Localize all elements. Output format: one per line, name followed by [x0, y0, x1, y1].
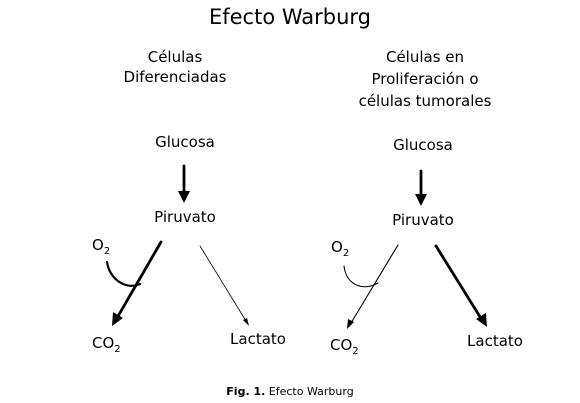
left-glucose-label: Glucosa [155, 133, 215, 151]
right-oxygen-hook [343, 265, 379, 288]
right-lactate-arrowhead [476, 313, 487, 327]
left-lactate-label: Lactato [230, 330, 286, 348]
left-co2-label: CO2 [92, 334, 121, 355]
right-glucose-arrowhead [415, 194, 427, 206]
right-co2-label: CO2 [330, 336, 359, 357]
left-heading-line2: Diferenciadas [123, 68, 227, 86]
left-lactate-arrowhead [243, 318, 249, 326]
figure-caption: Fig. 1. Efecto Warburg [226, 385, 354, 398]
left-oxygen-hook [105, 260, 142, 287]
left-glucose-arrowhead [178, 191, 190, 203]
left-pyruvate-to-lactate-arrow [199, 245, 247, 322]
right-oxygen-label: O2 [331, 238, 350, 259]
right-heading-line3: células tumorales [358, 92, 492, 110]
right-glucose-label: Glucosa [393, 136, 453, 154]
right-heading-line2: Proliferación o [371, 70, 479, 88]
right-pyruvate-to-lactate-arrow [434, 244, 484, 322]
right-heading-line1: Células en [385, 48, 465, 66]
left-co2-arrowhead [112, 312, 123, 326]
right-pyruvate-label: Piruvato [392, 211, 454, 229]
right-lactate-label: Lactato [467, 332, 523, 350]
left-pyruvate-label: Piruvato [154, 208, 216, 226]
left-pyruvate-to-co2-arrow [115, 240, 163, 320]
right-pyruvate-to-co2-arrow [350, 244, 399, 324]
page-title: Efecto Warburg [208, 5, 372, 29]
left-oxygen-label: O2 [92, 236, 111, 257]
right-co2-arrowhead [347, 319, 354, 329]
left-heading-line1: Células [147, 48, 203, 66]
